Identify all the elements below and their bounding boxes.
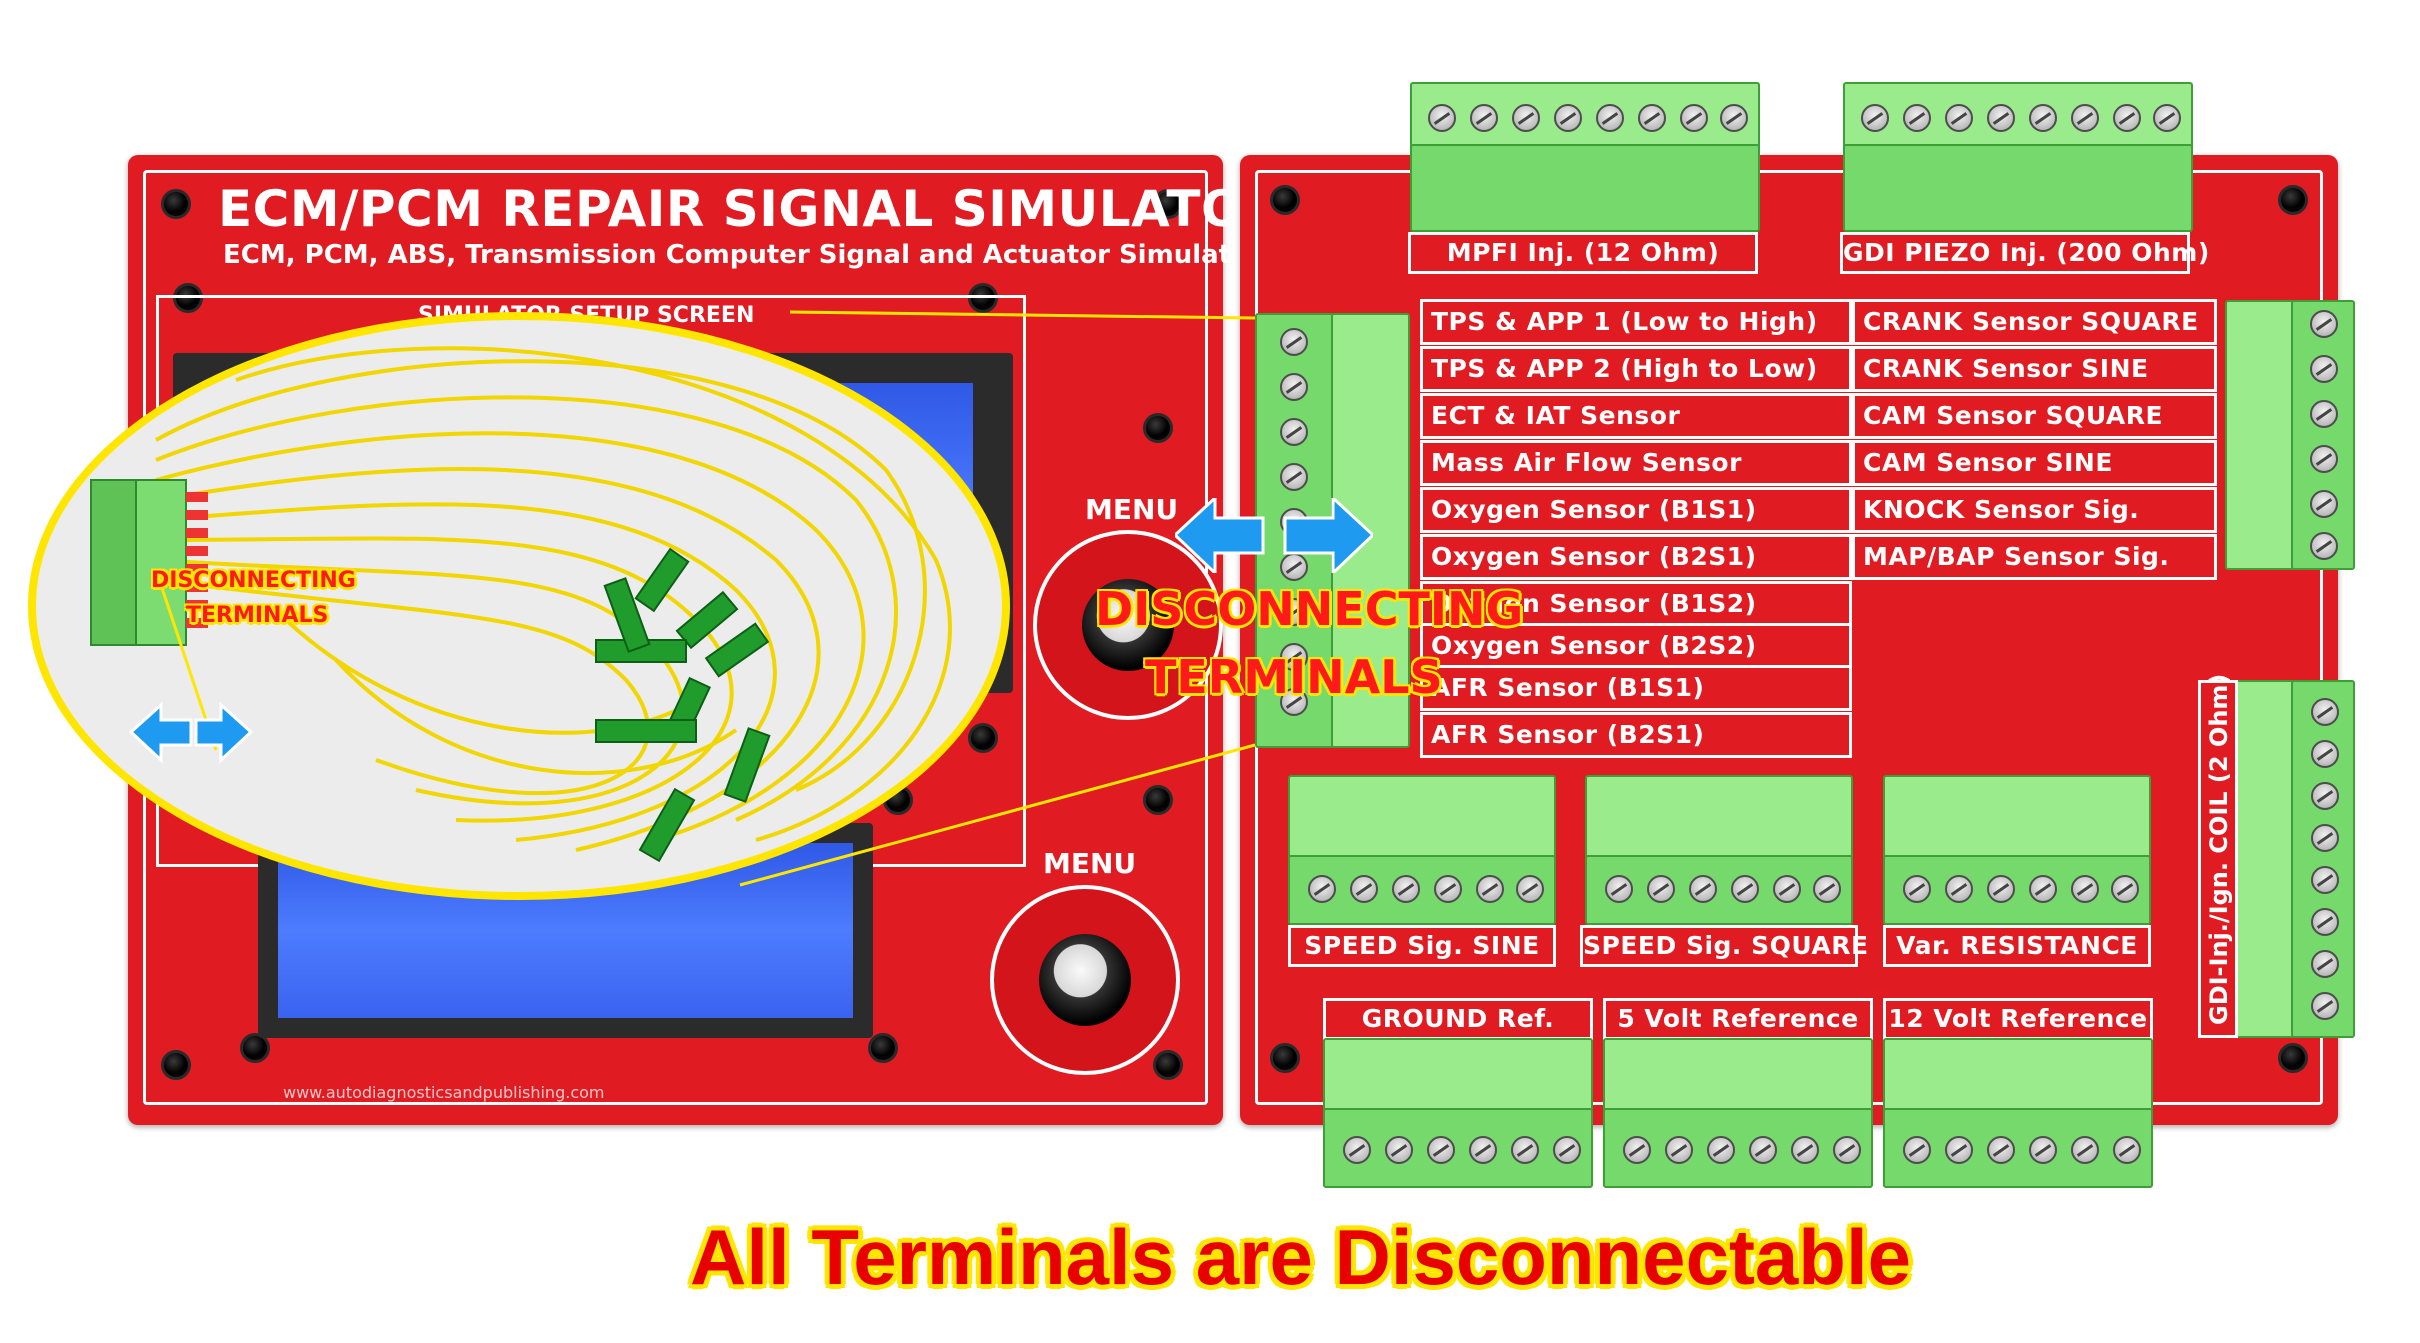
top-connector-mpfi-label: MPFI Inj. (12 Ohm): [1408, 232, 1758, 274]
top-connector-gdi-label: GDI PIEZO Inj. (200 Ohm): [1840, 232, 2209, 274]
screw: [1143, 413, 1173, 443]
signal-row: CRANK Sensor SINE: [1852, 346, 2217, 392]
middle-connector-speed-square: [1585, 775, 1853, 925]
bottom-connector-5v: [1603, 1038, 1873, 1188]
signal-row: Oxygen Sensor (B2S2): [1420, 623, 1852, 669]
bottom-connector-12v-label: 12 Volt Reference: [1883, 998, 2153, 1040]
screw: [968, 283, 998, 313]
signal-row: AFR Sensor (B1S1): [1420, 665, 1852, 711]
screw: [2278, 1043, 2308, 1073]
wire-bundle: [90, 346, 952, 863]
side-connector-coil: [2235, 680, 2355, 1038]
screw: [1153, 189, 1183, 219]
screw: [161, 189, 191, 219]
inset-callout-line1: DISCONNECTING: [151, 568, 356, 593]
signal-row: AFR Sensor (B2S1): [1420, 712, 1852, 758]
bottom-banner: All Terminals are Disconnectable: [690, 1213, 1911, 1301]
screw: [240, 1033, 270, 1063]
bottom-connector-ground-label: GROUND Ref.: [1323, 998, 1593, 1040]
signal-row: KNOCK Sensor Sig.: [1852, 487, 2217, 533]
signal-row: CAM Sensor SINE: [1852, 440, 2217, 486]
bottom-connector-12v: [1883, 1038, 2153, 1188]
website-text: www.autodiagnosticsandpublishing.com: [283, 1083, 605, 1102]
middle-connector-var-resistance-label: Var. RESISTANCE: [1883, 925, 2151, 967]
top-connector-mpfi: [1410, 82, 1760, 232]
arrow-right-icon: [1283, 498, 1373, 573]
main-callout-line2: TERMINALS: [1145, 650, 1443, 704]
screw: [1270, 185, 1300, 215]
menu-knob-lower-ring: [990, 885, 1180, 1075]
screw: [968, 723, 998, 753]
arrow-left-icon: [1175, 498, 1265, 573]
screw: [1153, 1050, 1183, 1080]
middle-connector-speed-square-label: SPEED Sig. SQUARE: [1580, 925, 1868, 967]
bottom-connector-ground: [1323, 1038, 1593, 1188]
side-connector-coil-label-box: [2198, 680, 2238, 1038]
signal-row: ECT & IAT Sensor: [1420, 393, 1852, 439]
signal-row: CAM Sensor SQUARE: [1852, 393, 2217, 439]
middle-connector-speed-sine: [1288, 775, 1556, 925]
screw: [161, 1050, 191, 1080]
inset-arrow-left-icon: [128, 701, 193, 764]
inset-callout-line2: TERMINALS: [186, 603, 329, 628]
middle-connector-var-resistance: [1883, 775, 2151, 925]
menu-knob-lower[interactable]: [1039, 934, 1131, 1026]
inset-photo: DISCONNECTING TERMINALS: [28, 312, 1010, 900]
menu-label-upper: MENU: [1085, 493, 1179, 526]
top-connector-gdi: [1843, 82, 2193, 232]
panel-subtitle: ECM, PCM, ABS, Transmission Computer Sig…: [223, 240, 1262, 270]
signal-row: Oxygen Sensor (B2S1): [1420, 534, 1852, 580]
signal-row: Mass Air Flow Sensor: [1420, 440, 1852, 486]
menu-knob-upper-ring: [1033, 530, 1223, 720]
signal-row: CRANK Sensor SQUARE: [1852, 299, 2217, 345]
inset-arrow-right-icon: [194, 701, 254, 764]
menu-label-lower: MENU: [1043, 847, 1137, 880]
screw: [2278, 185, 2308, 215]
middle-connector-speed-sine-label: SPEED Sig. SINE: [1288, 925, 1556, 967]
signal-connector-right: [2225, 300, 2355, 570]
menu-knob-upper[interactable]: [1082, 579, 1174, 671]
screw: [868, 1033, 898, 1063]
signal-row: MAP/BAP Sensor Sig.: [1852, 534, 2217, 580]
screw: [1270, 1043, 1300, 1073]
signal-row: TPS & APP 2 (High to Low): [1420, 346, 1852, 392]
screw: [173, 283, 203, 313]
screw: [1143, 785, 1173, 815]
signal-row: Oxygen Sensor (B1S1): [1420, 487, 1852, 533]
panel-title: ECM/PCM REPAIR SIGNAL SIMULATOR: [218, 180, 1284, 238]
signal-row: TPS & APP 1 (Low to High): [1420, 299, 1852, 345]
main-callout-line1: DISCONNECTING: [1095, 582, 1524, 636]
